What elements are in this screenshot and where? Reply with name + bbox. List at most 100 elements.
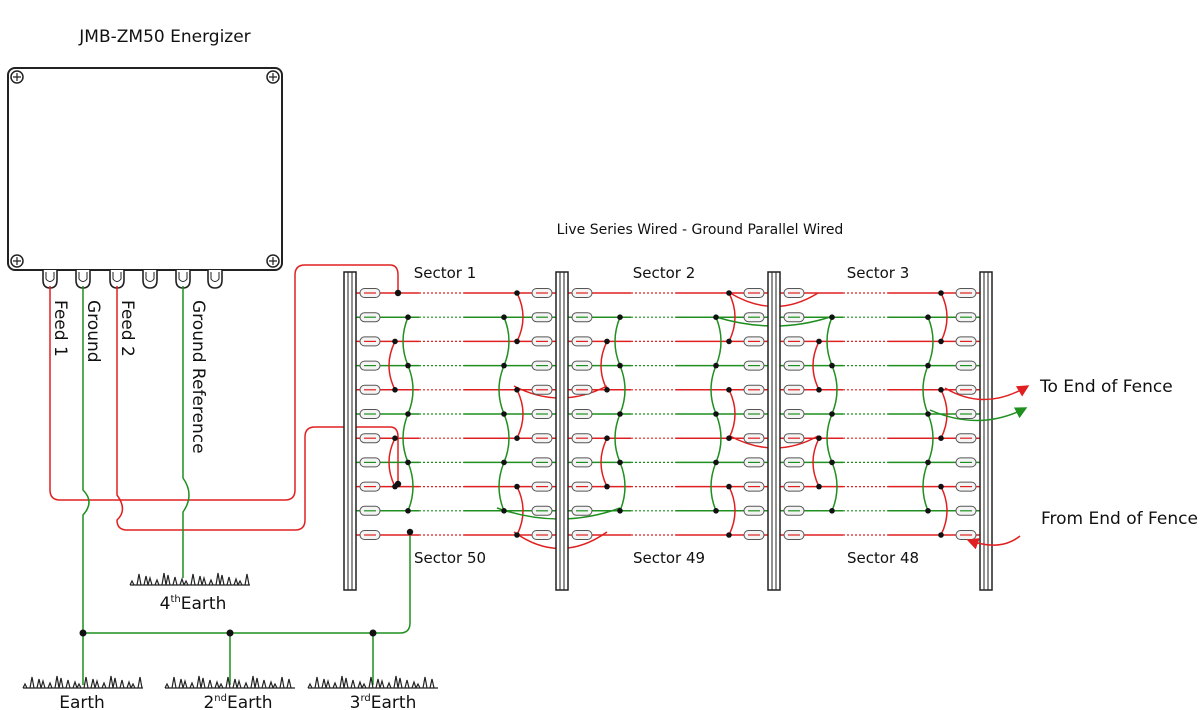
ground-link xyxy=(402,316,409,366)
terminal-gland xyxy=(142,270,158,289)
junction-dot xyxy=(369,629,377,637)
junction-dot xyxy=(392,338,398,345)
fence-junction-dots xyxy=(392,289,944,538)
earth-label-2: 2ndEarth xyxy=(203,693,272,710)
grass-icon xyxy=(307,675,438,689)
junction-dot xyxy=(617,362,623,369)
terminal-gland xyxy=(175,270,191,289)
junction-dot xyxy=(925,314,931,321)
terminal-label-feed2: Feed 2 xyxy=(117,300,137,357)
terminal-gland xyxy=(75,270,91,289)
junction-dot xyxy=(79,629,87,637)
junction-dot xyxy=(816,387,822,393)
fence-wires xyxy=(356,292,980,536)
junction-dot xyxy=(829,459,835,466)
ground-link xyxy=(503,413,510,463)
junction-dot xyxy=(501,362,507,369)
junction-dot xyxy=(514,387,520,393)
junction-dot xyxy=(604,387,610,393)
junction-dot xyxy=(405,411,411,417)
terminal-gland xyxy=(109,270,125,289)
junction-dot xyxy=(726,435,732,442)
junction-dot xyxy=(816,338,822,345)
junction-dot xyxy=(514,532,520,538)
fence-links xyxy=(388,292,948,550)
screw-icon xyxy=(266,70,280,84)
ground-link xyxy=(831,365,838,415)
junction-dot xyxy=(392,435,398,442)
junction-dot xyxy=(604,338,610,345)
earth-label-4: 4thEarth xyxy=(160,594,227,614)
junction-dot xyxy=(405,508,411,514)
terminal-label-feed1: Feed 1 xyxy=(50,300,70,357)
junction-dot xyxy=(604,435,610,442)
junction-dot xyxy=(604,483,610,490)
ground-link xyxy=(710,365,717,415)
terminal-label-ground-reference: Ground Reference xyxy=(188,300,208,454)
terminal-glands xyxy=(42,270,223,289)
to-end-ground-arrow xyxy=(929,407,1028,422)
to-end-of-fence-label: To End of Fence xyxy=(1039,377,1173,397)
junction-dot xyxy=(406,528,414,536)
junction-dot xyxy=(501,411,507,417)
junction-dot xyxy=(617,459,623,466)
earth-label-3: 3rdEarth xyxy=(350,693,417,710)
sector-label-bottom: Sector 49 xyxy=(633,549,705,567)
junction-dot xyxy=(514,338,520,345)
junction-dot xyxy=(392,387,398,393)
screw-icon xyxy=(266,254,280,268)
ground-link xyxy=(619,365,626,415)
junction-dot xyxy=(501,508,507,514)
sector-label-top: Sector 3 xyxy=(847,264,910,282)
ground-link xyxy=(402,413,409,463)
live-link xyxy=(516,389,524,439)
junction-dot xyxy=(394,480,402,488)
junction-dot xyxy=(829,508,835,514)
terminal-gland xyxy=(42,270,58,289)
ground-link xyxy=(922,462,929,512)
junction-dot xyxy=(713,362,719,369)
fence-post xyxy=(979,271,993,591)
junction-dot xyxy=(617,314,623,321)
junction-dot xyxy=(816,435,822,442)
to-end-live-arrow xyxy=(944,385,1030,401)
ground-link xyxy=(498,462,505,512)
junction-dot xyxy=(829,411,835,417)
junction-dot xyxy=(617,411,623,417)
junction-dot xyxy=(726,387,732,393)
sector-label-top: Sector 2 xyxy=(633,264,696,282)
junction-dot xyxy=(726,483,732,490)
junction-dot xyxy=(925,362,931,369)
junction-dot xyxy=(726,290,732,296)
live-link xyxy=(940,389,948,439)
junction-dot xyxy=(938,387,944,393)
junction-dot xyxy=(514,435,520,442)
junction-dot xyxy=(394,289,402,297)
junction-dot xyxy=(405,314,411,321)
live-link xyxy=(940,292,948,342)
terminal-gland-inner xyxy=(45,272,55,282)
from-end-of-fence-label: From End of Fence xyxy=(1041,509,1198,529)
screw-icon xyxy=(10,254,24,268)
live-link xyxy=(728,389,736,439)
feed-wiring xyxy=(49,264,411,685)
grass-icon xyxy=(129,572,250,586)
fence-posts xyxy=(343,271,993,591)
ground-link xyxy=(710,462,717,512)
ground-link xyxy=(826,413,833,463)
junction-dot xyxy=(405,459,411,466)
live-link xyxy=(388,437,396,487)
ground-link xyxy=(826,316,833,366)
sector-label-bottom: Sector 48 xyxy=(847,549,919,567)
ground-link xyxy=(407,365,414,415)
junction-dot xyxy=(938,290,944,296)
junction-dot xyxy=(829,362,835,369)
ground-link xyxy=(503,316,510,366)
junction-dot xyxy=(713,459,719,466)
earth-grass-symbols xyxy=(22,572,438,689)
live-link xyxy=(940,486,948,536)
terminal-gland-inner xyxy=(178,272,188,282)
terminal-gland-inner xyxy=(145,272,155,282)
terminal-label-ground: Ground xyxy=(83,300,103,363)
